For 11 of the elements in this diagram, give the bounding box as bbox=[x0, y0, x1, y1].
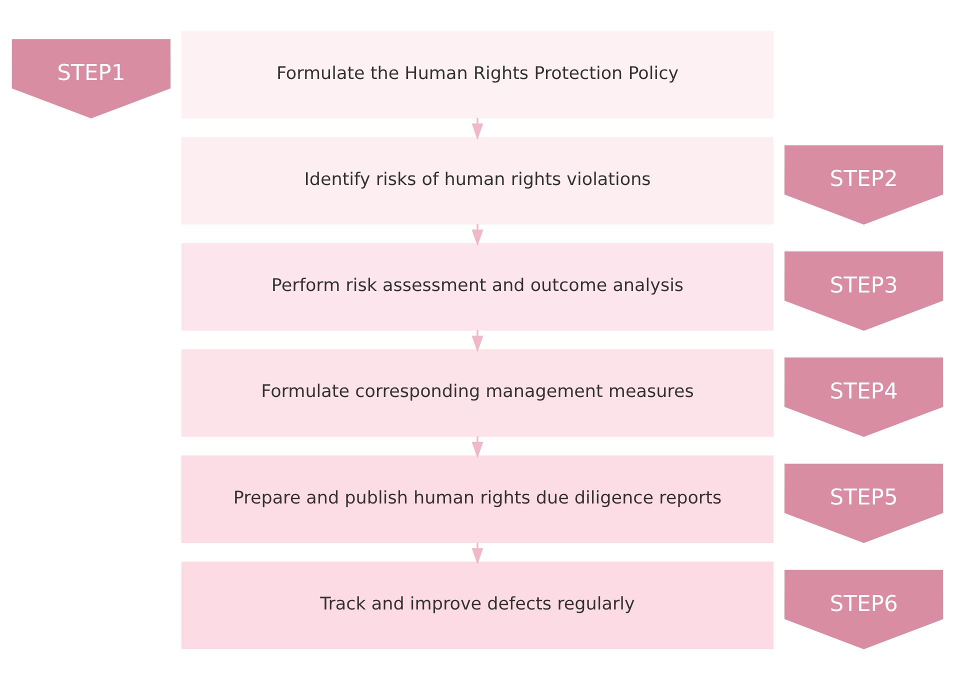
node-box: Formulate the Human Rights Protection Policy bbox=[181, 30, 774, 118]
node-box: Track and improve defects regularly bbox=[181, 562, 774, 650]
arrow bbox=[472, 542, 484, 565]
node-box: Identify risks of human rights violations bbox=[181, 136, 774, 225]
node-box: Prepare and publish human rights due diligence reports bbox=[181, 455, 774, 544]
node-box: Formulate corresponding management measures bbox=[181, 349, 774, 437]
arrow bbox=[472, 330, 484, 352]
arrow bbox=[472, 224, 484, 246]
arrow bbox=[472, 118, 484, 140]
node-box: Perform risk assessment and outcome analysis bbox=[181, 243, 774, 331]
arrow bbox=[472, 436, 484, 458]
